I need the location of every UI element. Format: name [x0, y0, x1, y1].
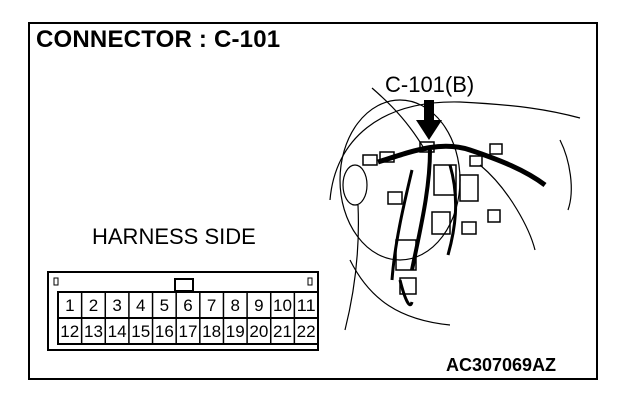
- pin-number: 18: [202, 322, 221, 341]
- page-title: CONNECTOR : C-101: [36, 26, 281, 53]
- harness-side-label: HARNESS SIDE: [92, 224, 256, 249]
- pin-number: 4: [136, 296, 145, 315]
- pin-number: 20: [249, 322, 268, 341]
- pin-number: 3: [112, 296, 121, 315]
- pin-number: 2: [89, 296, 98, 315]
- pin-number: 16: [155, 322, 174, 341]
- dashboard-harness-illustration: [329, 87, 581, 331]
- pin-number: 9: [254, 296, 263, 315]
- pin-number: 5: [160, 296, 169, 315]
- pin-number: 17: [179, 322, 198, 341]
- pin-number: 11: [297, 296, 316, 315]
- arrow-down-icon: [416, 100, 442, 140]
- pin-number: 8: [231, 296, 240, 315]
- pin-number: 19: [226, 322, 245, 341]
- diagram-frame: [28, 22, 598, 380]
- pin-number: 21: [273, 322, 292, 341]
- pin-number: 10: [273, 296, 292, 315]
- pin-number: 22: [297, 322, 316, 341]
- pin-number: 15: [131, 322, 150, 341]
- pin-number: 14: [108, 322, 127, 341]
- connector-callout-label: C-101(B): [385, 72, 475, 97]
- pin-number: 12: [60, 322, 79, 341]
- pin-number: 7: [207, 296, 216, 315]
- pin-number: 1: [65, 296, 74, 315]
- pin-number: 6: [183, 296, 192, 315]
- pin-number: 13: [84, 322, 103, 341]
- figure-id: AC307069AZ: [446, 355, 557, 375]
